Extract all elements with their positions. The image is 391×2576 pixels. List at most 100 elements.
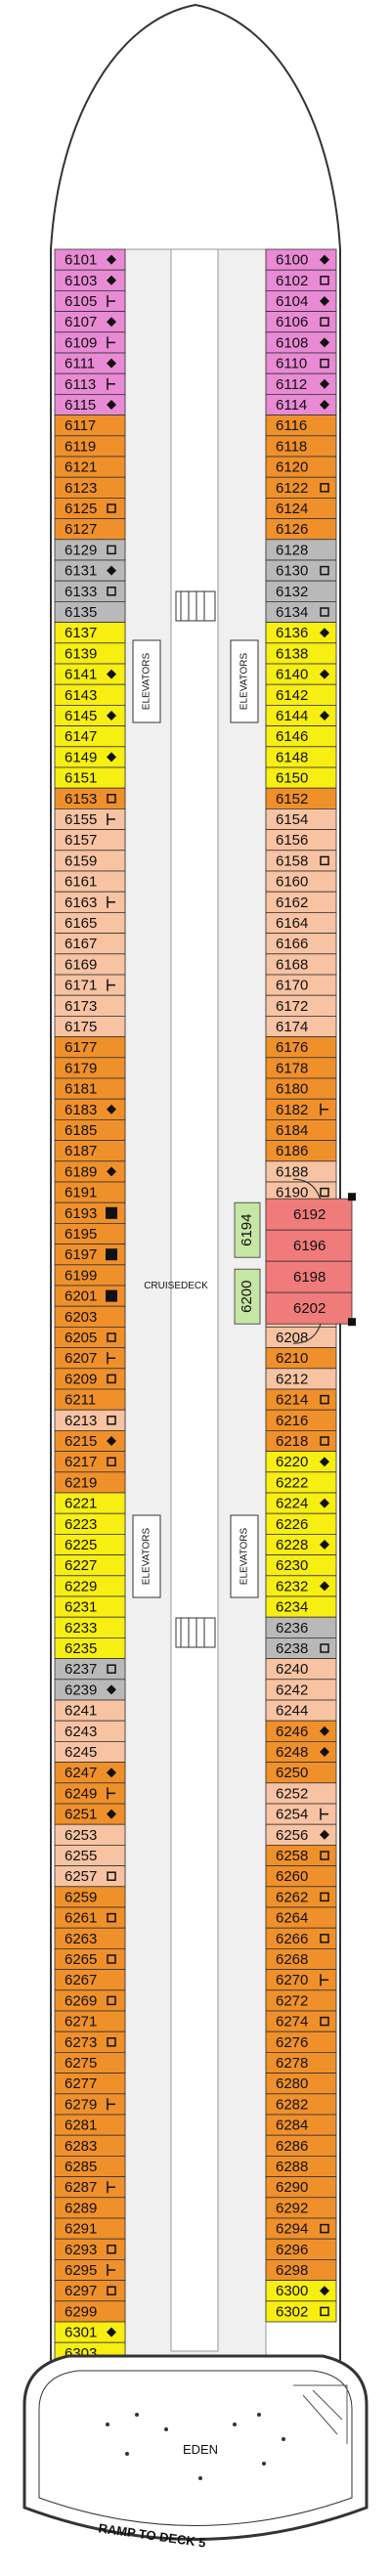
cabin-6291[interactable]: 6291	[54, 2217, 126, 2240]
cabin-6129[interactable]: 6129	[54, 539, 126, 561]
cabin-6278[interactable]: 6278	[265, 2051, 337, 2074]
cabin-6149[interactable]: 6149	[54, 746, 126, 768]
cabin-6146[interactable]: 6146	[265, 725, 337, 748]
cabin-6217[interactable]: 6217	[54, 1451, 126, 1473]
cabin-6215[interactable]: 6215	[54, 1430, 126, 1453]
cabin-6110[interactable]: 6110	[265, 352, 337, 374]
cabin-6132[interactable]: 6132	[265, 580, 337, 602]
cabin-6230[interactable]: 6230	[265, 1554, 337, 1577]
cabin-6210[interactable]: 6210	[265, 1347, 337, 1370]
cabin-6119[interactable]: 6119	[54, 435, 126, 458]
cabin-6276[interactable]: 6276	[265, 2030, 337, 2053]
cabin-6169[interactable]: 6169	[54, 953, 126, 976]
cabin-6213[interactable]: 6213	[54, 1409, 126, 1431]
cabin-6138[interactable]: 6138	[265, 642, 337, 665]
cabin-6254[interactable]: 6254	[265, 1803, 337, 1825]
cabin-6245[interactable]: 6245	[54, 1741, 126, 1764]
cabin-6105[interactable]: 6105	[54, 289, 126, 312]
cabin-6275[interactable]: 6275	[54, 2051, 126, 2074]
cabin-6293[interactable]: 6293	[54, 2238, 126, 2260]
cabin-6237[interactable]: 6237	[54, 1658, 126, 1681]
cabin-6104[interactable]: 6104	[265, 289, 337, 312]
cabin-6167[interactable]: 6167	[54, 933, 126, 955]
cabin-6188[interactable]: 6188	[265, 1160, 337, 1183]
cabin-6122[interactable]: 6122	[265, 476, 337, 499]
cabin-6179[interactable]: 6179	[54, 1057, 126, 1079]
cabin-6117[interactable]: 6117	[54, 415, 126, 437]
cabin-6154[interactable]: 6154	[265, 808, 337, 831]
cabin-6118[interactable]: 6118	[265, 435, 337, 458]
cabin-6148[interactable]: 6148	[265, 746, 337, 768]
cabin-6234[interactable]: 6234	[265, 1595, 337, 1618]
cabin-6150[interactable]: 6150	[265, 766, 337, 789]
cabin-6271[interactable]: 6271	[54, 2010, 126, 2032]
cabin-6241[interactable]: 6241	[54, 1699, 126, 1722]
cabin-6147[interactable]: 6147	[54, 725, 126, 748]
cabin-6227[interactable]: 6227	[54, 1554, 126, 1577]
cabin-6262[interactable]: 6262	[265, 1886, 337, 1908]
cabin-6282[interactable]: 6282	[265, 2093, 337, 2116]
cabin-6287[interactable]: 6287	[54, 2176, 126, 2199]
cabin-6274[interactable]: 6274	[265, 2010, 337, 2032]
cabin-6297[interactable]: 6297	[54, 2280, 126, 2302]
cabin-6195[interactable]: 6195	[54, 1223, 126, 1245]
cabin-6261[interactable]: 6261	[54, 1906, 126, 1929]
cabin-6159[interactable]: 6159	[54, 850, 126, 872]
cabin-6286[interactable]: 6286	[265, 2134, 337, 2157]
cabin-6209[interactable]: 6209	[54, 1368, 126, 1390]
cabin-6283[interactable]: 6283	[54, 2134, 126, 2157]
cabin-6115[interactable]: 6115	[54, 393, 126, 415]
suite-6192[interactable]: 6192	[265, 1198, 353, 1231]
cabin-6294[interactable]: 6294	[265, 2217, 337, 2240]
cabin-6176[interactable]: 6176	[265, 1036, 337, 1059]
cabin-6289[interactable]: 6289	[54, 2197, 126, 2219]
cabin-6221[interactable]: 6221	[54, 1492, 126, 1514]
cabin-6277[interactable]: 6277	[54, 2073, 126, 2095]
cabin-6120[interactable]: 6120	[265, 456, 337, 478]
cabin-6142[interactable]: 6142	[265, 683, 337, 706]
cabin-6216[interactable]: 6216	[265, 1409, 337, 1431]
cabin-6267[interactable]: 6267	[54, 1969, 126, 1991]
cabin-6223[interactable]: 6223	[54, 1512, 126, 1535]
cabin-6152[interactable]: 6152	[265, 787, 337, 809]
room-6200[interactable]: 6200	[234, 1268, 261, 1325]
cabin-6145[interactable]: 6145	[54, 705, 126, 727]
cabin-6266[interactable]: 6266	[265, 1927, 337, 1949]
cabin-6239[interactable]: 6239	[54, 1679, 126, 1701]
cabin-6255[interactable]: 6255	[54, 1845, 126, 1867]
cabin-6269[interactable]: 6269	[54, 1989, 126, 2012]
cabin-6171[interactable]: 6171	[54, 974, 126, 996]
cabin-6163[interactable]: 6163	[54, 891, 126, 913]
cabin-6156[interactable]: 6156	[265, 829, 337, 851]
cabin-6229[interactable]: 6229	[54, 1575, 126, 1597]
cabin-6225[interactable]: 6225	[54, 1534, 126, 1556]
cabin-6141[interactable]: 6141	[54, 663, 126, 685]
cabin-6299[interactable]: 6299	[54, 2300, 126, 2323]
cabin-6173[interactable]: 6173	[54, 994, 126, 1017]
cabin-6280[interactable]: 6280	[265, 2073, 337, 2095]
cabin-6172[interactable]: 6172	[265, 994, 337, 1017]
cabin-6243[interactable]: 6243	[54, 1720, 126, 1742]
cabin-6211[interactable]: 6211	[54, 1388, 126, 1411]
cabin-6170[interactable]: 6170	[265, 974, 337, 996]
cabin-6139[interactable]: 6139	[54, 642, 126, 665]
cabin-6174[interactable]: 6174	[265, 1016, 337, 1038]
cabin-6231[interactable]: 6231	[54, 1595, 126, 1618]
cabin-6193[interactable]: 6193	[54, 1201, 126, 1224]
cabin-6296[interactable]: 6296	[265, 2238, 337, 2260]
cabin-6103[interactable]: 6103	[54, 269, 126, 291]
cabin-6153[interactable]: 6153	[54, 787, 126, 809]
cabin-6253[interactable]: 6253	[54, 1823, 126, 1846]
cabin-6219[interactable]: 6219	[54, 1471, 126, 1494]
cabin-6185[interactable]: 6185	[54, 1119, 126, 1142]
cabin-6199[interactable]: 6199	[54, 1264, 126, 1287]
cabin-6212[interactable]: 6212	[265, 1368, 337, 1390]
cabin-6182[interactable]: 6182	[265, 1098, 337, 1120]
cabin-6214[interactable]: 6214	[265, 1388, 337, 1411]
suite-6196[interactable]: 6196	[265, 1229, 353, 1262]
cabin-6281[interactable]: 6281	[54, 2114, 126, 2136]
cabin-6190[interactable]: 6190	[265, 1181, 337, 1203]
cabin-6301[interactable]: 6301	[54, 2321, 126, 2343]
cabin-6186[interactable]: 6186	[265, 1140, 337, 1162]
cabin-6258[interactable]: 6258	[265, 1845, 337, 1867]
